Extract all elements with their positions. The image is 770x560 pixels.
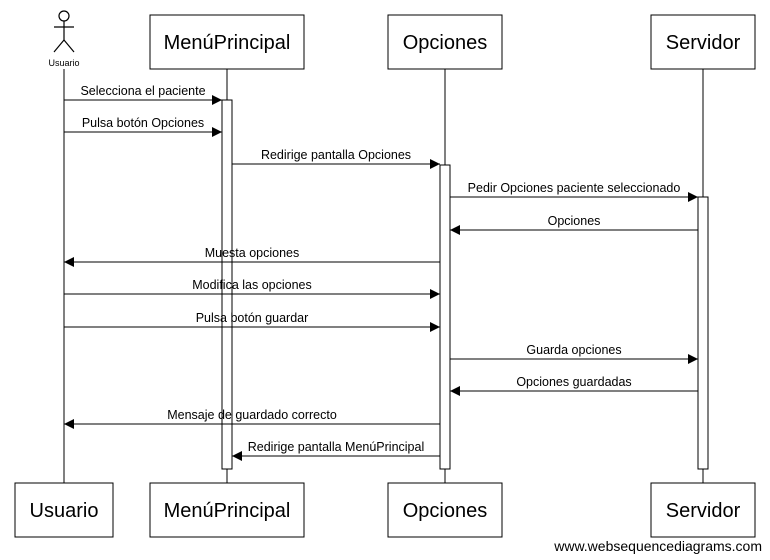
participant-label-bottom-servidor: Servidor bbox=[666, 500, 741, 522]
message-label-5: Muesta opciones bbox=[205, 246, 300, 260]
participant-label-bottom-usuario: Usuario bbox=[30, 500, 99, 522]
message-label-6: Modifica las opciones bbox=[192, 278, 312, 292]
actor-leg-left bbox=[53, 39, 65, 53]
participant-label-bottom-opciones: Opciones bbox=[403, 500, 488, 522]
watermark: www.websequencediagrams.com bbox=[554, 538, 762, 554]
actor-head bbox=[58, 10, 70, 22]
activation-servidor bbox=[697, 196, 709, 470]
participant-label-top-servidor: Servidor bbox=[666, 32, 741, 54]
actor-leg-right bbox=[63, 39, 75, 53]
message-label-4: Opciones bbox=[548, 214, 601, 228]
message-label-7: Pulsa botón guardar bbox=[196, 311, 309, 325]
participant-box-top-opciones bbox=[387, 14, 503, 70]
actor-label-top: Usuario bbox=[48, 58, 79, 68]
activation-opciones bbox=[439, 164, 451, 470]
message-label-2: Redirige pantalla Opciones bbox=[261, 148, 411, 162]
message-label-0: Selecciona el paciente bbox=[80, 84, 205, 98]
participant-box-bottom-usuario bbox=[14, 482, 114, 538]
participant-box-top-servidor bbox=[650, 14, 756, 70]
participant-box-bottom-servidor bbox=[650, 482, 756, 538]
message-label-1: Pulsa botón Opciones bbox=[82, 116, 204, 130]
actor-usuario-icon bbox=[53, 10, 75, 53]
message-label-11: Redirige pantalla MenúPrincipal bbox=[248, 440, 425, 454]
participant-label-bottom-menu: MenúPrincipal bbox=[164, 500, 291, 522]
participant-label-top-opciones: Opciones bbox=[403, 32, 488, 54]
message-label-9: Opciones guardadas bbox=[516, 375, 631, 389]
activation-menu bbox=[221, 99, 233, 470]
message-label-8: Guarda opciones bbox=[526, 343, 621, 357]
message-label-3: Pedir Opciones paciente seleccionado bbox=[468, 181, 681, 195]
participant-label-top-menu: MenúPrincipal bbox=[164, 32, 291, 54]
message-label-10: Mensaje de guardado correcto bbox=[167, 408, 337, 422]
participant-box-top-menu bbox=[149, 14, 305, 70]
participant-box-bottom-menu bbox=[149, 482, 305, 538]
participant-box-bottom-opciones bbox=[387, 482, 503, 538]
